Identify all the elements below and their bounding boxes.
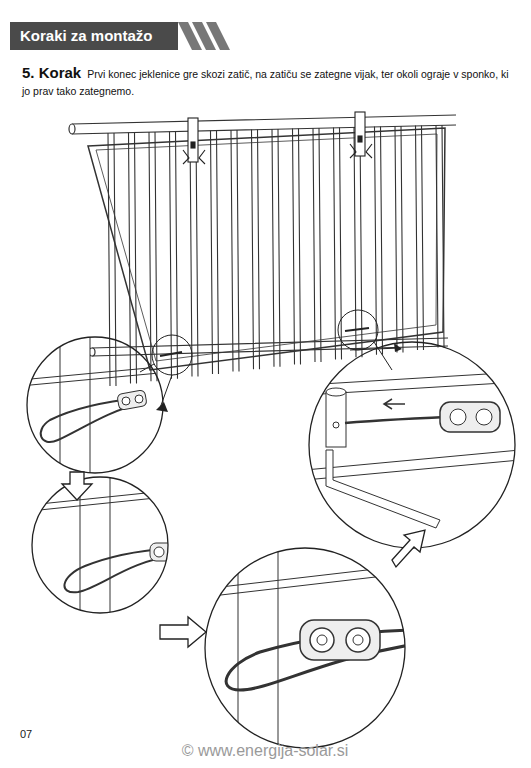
mount-hooks	[183, 112, 372, 164]
header-stripes	[178, 22, 230, 50]
detail-markers	[140, 310, 392, 375]
railing-bar	[293, 129, 301, 365]
railing-bar	[231, 130, 239, 372]
detail-circle	[32, 477, 168, 613]
railing	[69, 115, 456, 370]
railing-bar	[170, 132, 178, 379]
detail-a	[20, 330, 170, 480]
detail-circle	[309, 342, 515, 548]
header-band: Koraki za montažo	[10, 22, 178, 50]
step-instruction: Prvi konec jeklenice gre skozi zatič, na…	[22, 68, 509, 97]
page-number: 07	[20, 728, 32, 740]
detail-c	[195, 540, 410, 760]
detail-b	[30, 470, 184, 620]
railing-bar	[395, 126, 403, 352]
step-heading: 5. Korak	[22, 64, 81, 81]
watermark: © www.energija-solar.si	[182, 742, 349, 760]
detail-circle	[27, 337, 163, 473]
railing-bar	[354, 127, 362, 357]
railing-bar	[108, 133, 116, 386]
railing-bar	[416, 126, 424, 351]
railing-bar	[334, 128, 342, 360]
detail-d	[305, 372, 520, 528]
railing-bar	[272, 129, 280, 367]
header-text: Koraki za montažo	[20, 27, 153, 44]
railing-bar	[252, 130, 260, 370]
step-paragraph: 5. KorakPrvi konec jeklenice gre skozi z…	[22, 62, 510, 99]
detail-circle	[205, 548, 405, 748]
step-arrows	[62, 472, 425, 647]
railing-bar	[313, 128, 321, 362]
railing-bars	[108, 125, 444, 386]
railing-bar	[190, 131, 198, 376]
railing-bar	[436, 125, 444, 348]
railing-bar	[211, 131, 219, 375]
